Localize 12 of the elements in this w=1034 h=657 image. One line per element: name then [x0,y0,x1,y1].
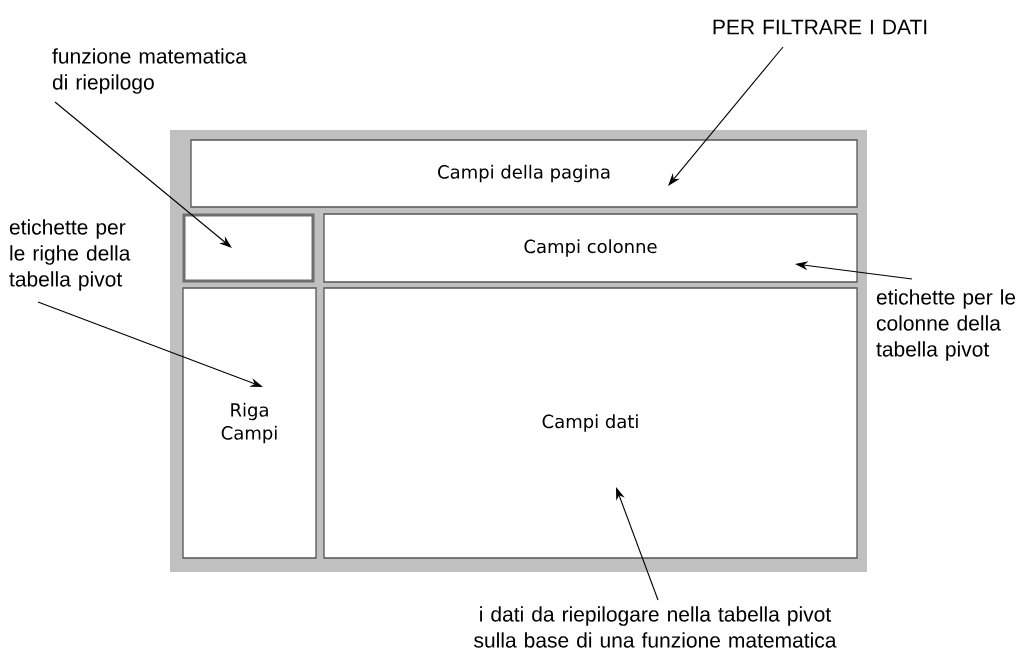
callout-text: etichette per le righe della tabella pivot [9,219,131,291]
field-area: Riga Campi [182,287,317,559]
field-area: Campi colonne [323,213,858,283]
callout-text: PER FILTRARE I DATI [713,19,927,35]
callout-text: etichette per le colonne della tabella pivot [876,289,1016,361]
arrow [668,46,784,186]
empty-box [182,213,315,283]
arrow [54,101,232,248]
callout-text: i dati da riepilogare nella tabella pivot sulla base di una funzione matematica [474,606,837,648]
field-area: Campi dati [323,287,858,559]
callout-text: funzione matematica di riepilogo [52,48,247,94]
field-area: Campi della pagina [190,139,858,208]
